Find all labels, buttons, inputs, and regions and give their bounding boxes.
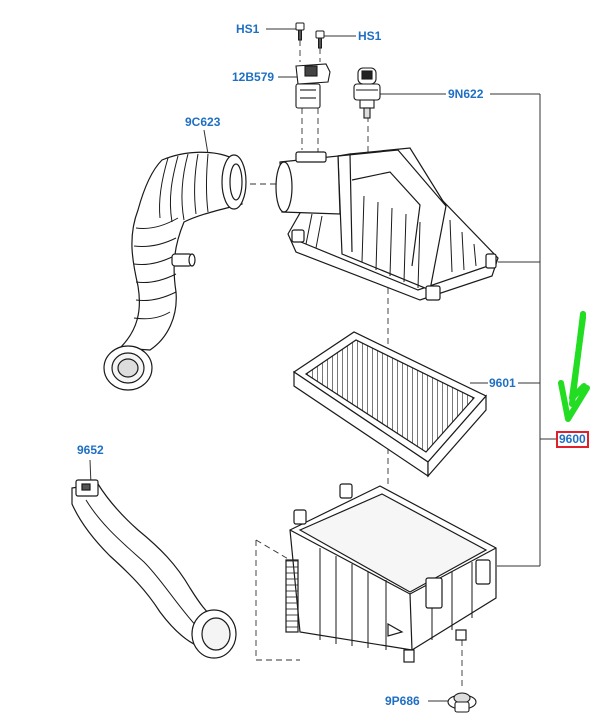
label-outlet-duct-9c623: 9C623: [185, 115, 221, 129]
inlet-air-duct: [71, 479, 237, 659]
mass-airflow-sensor: [295, 63, 331, 109]
label-grommet-9p686: 9P686: [385, 694, 420, 708]
label-hs1-left: HS1: [236, 22, 260, 36]
screw-hs1-right: [315, 30, 325, 49]
air-filter-element: [292, 331, 487, 478]
green-pointer-arrow: [558, 311, 590, 422]
air-cleaner-lower-housing: [285, 483, 497, 663]
outlet-air-duct: [103, 151, 247, 391]
label-assembly-9600-highlighted: 9600: [556, 431, 589, 448]
label-hs1-right: HS1: [358, 29, 382, 43]
air-cleaner-cover: [275, 147, 499, 301]
screw-hs1-left: [295, 22, 305, 41]
label-vacuum-valve-9n622: 9N622: [448, 87, 484, 101]
label-sensor-12b579: 12B579: [232, 70, 275, 84]
grommet: [447, 692, 477, 713]
label-filter-9601: 9601: [489, 376, 516, 390]
label-inlet-duct-9652: 9652: [77, 443, 104, 457]
vacuum-valve: [353, 67, 381, 119]
